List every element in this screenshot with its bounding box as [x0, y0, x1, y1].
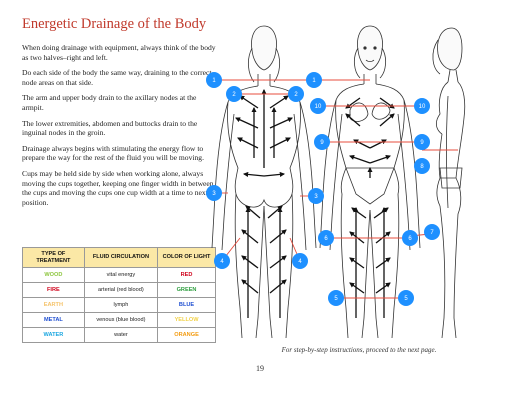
table-row: METAL venous (blue blood) YELLOW	[22, 312, 216, 328]
badge-label: 4	[298, 259, 302, 265]
body-drainage-illustration: 1 1 2 2 10 10 9 9 8 3 3 4 4 6 6 7 5 5	[206, 25, 466, 339]
paragraph: The lower extremities, abdomen and butto…	[22, 118, 198, 138]
node-badge: 5	[398, 290, 414, 306]
node-badge: 3	[308, 188, 324, 204]
node-badge: 3	[206, 185, 222, 201]
badge-label: 10	[315, 104, 322, 110]
badge-label: 9	[420, 140, 424, 146]
page-title: Energetic Drainage of the Body	[22, 16, 207, 32]
node-badges: 1 1 2 2 10 10 9 9 8 3 3 4 4 6 6 7 5 5	[206, 72, 440, 306]
node-badge: 10	[310, 98, 326, 114]
node-badge: 5	[328, 290, 344, 306]
caption: For step-by-step instructions, proceed t…	[281, 346, 437, 354]
node-badge: 9	[314, 134, 330, 150]
badge-label: 7	[430, 230, 434, 236]
table-header-row: TYPE OF TREATMENT FLUID CIRCULATION COLO…	[22, 247, 216, 268]
header-light: COLOR OF LIGHT	[157, 247, 216, 268]
connector-lines	[214, 79, 458, 299]
node-badge: 1	[306, 72, 322, 88]
badge-label: 3	[212, 191, 216, 197]
badge-label: 8	[420, 164, 424, 170]
page-number: 19	[256, 364, 264, 373]
node-badge: 4	[292, 253, 308, 269]
badge-label: 6	[408, 236, 412, 242]
node-badge: 10	[414, 98, 430, 114]
table-row: FIRE arterial (red blood) GREEN	[22, 282, 216, 298]
paragraph: When doing drainage with equipment, alwa…	[22, 43, 216, 62]
badge-label: 1	[212, 78, 216, 84]
paragraph: Cups may be held side by side when worki…	[22, 168, 214, 207]
badge-label: 2	[232, 92, 236, 98]
node-badge: 2	[226, 86, 242, 102]
instructions-text: When doing drainage with equipment, alwa…	[22, 43, 216, 213]
badge-label: 6	[324, 236, 328, 242]
badge-label: 1	[312, 78, 316, 84]
node-badge: 4	[214, 253, 230, 269]
back-view-figure	[211, 25, 317, 339]
badge-label: 5	[404, 296, 408, 302]
fluid-cell: arterial (red blood)	[83, 282, 159, 298]
paragraph: Drainage always begins with stimulating …	[22, 143, 204, 163]
side-view-figure	[432, 27, 466, 339]
element-cell: METAL	[22, 312, 85, 328]
element-cell: EARTH	[22, 297, 85, 313]
node-badge: 6	[402, 230, 418, 246]
table-row: EARTH lymph BLUE	[22, 297, 216, 313]
node-badge: 9	[414, 134, 430, 150]
node-badge: 2	[288, 86, 304, 102]
table-row: WOOD vital energy RED	[22, 267, 216, 283]
header-type: TYPE OF TREATMENT	[22, 247, 85, 268]
paragraph: The arm and upper body drain to the axil…	[22, 93, 197, 112]
fluid-cell: lymph	[83, 297, 159, 313]
paragraph: Do each side of the body the same way, d…	[22, 68, 212, 87]
node-badge: 1	[206, 72, 222, 88]
element-cell: WATER	[22, 327, 85, 343]
badge-label: 2	[294, 92, 298, 98]
element-cell: WOOD	[22, 267, 85, 283]
light-cell: ORANGE	[157, 327, 216, 343]
badge-label: 4	[220, 259, 224, 265]
badge-label: 10	[419, 104, 426, 110]
treatment-table: TYPE OF TREATMENT FLUID CIRCULATION COLO…	[22, 247, 216, 343]
front-view-arrows	[345, 97, 395, 318]
badge-label: 3	[314, 194, 318, 200]
badge-label: 5	[334, 296, 338, 302]
fluid-cell: vital energy	[83, 267, 159, 283]
fluid-cell: water	[83, 327, 159, 343]
table-row: WATER water ORANGE	[22, 327, 216, 343]
node-badge: 8	[414, 158, 430, 174]
back-view-arrows	[235, 88, 293, 318]
fluid-cell: venous (blue blood)	[83, 312, 159, 328]
node-badge: 7	[424, 224, 440, 240]
element-cell: FIRE	[22, 282, 85, 298]
header-fluid: FLUID CIRCULATION	[83, 247, 159, 268]
node-badge: 6	[318, 230, 334, 246]
badge-label: 9	[320, 140, 324, 146]
